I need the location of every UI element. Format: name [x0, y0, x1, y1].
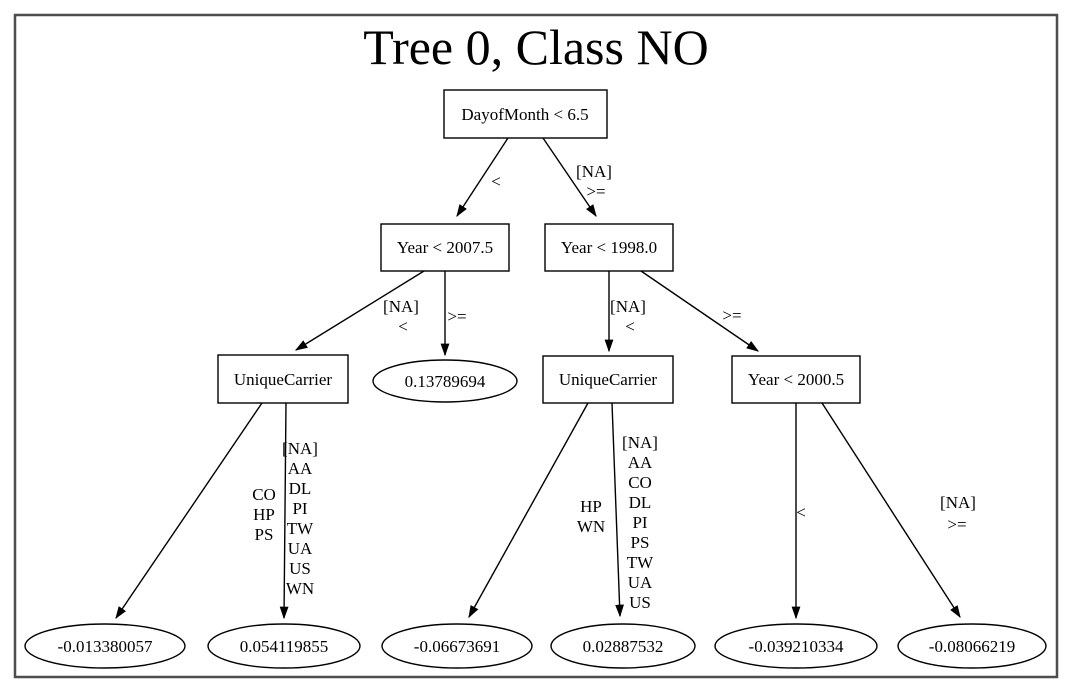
leaf-node-5-ellipse: [714, 623, 878, 669]
edge-label-line: <: [796, 503, 806, 522]
edge-label-line: UA: [288, 539, 313, 558]
leaf-node-6: -0.08066219: [897, 623, 1047, 669]
edge-label-line: PS: [631, 533, 650, 552]
node-root-label: DayofMonth < 6.5: [461, 105, 588, 124]
edge-carrierright-to-leaf3: [468, 402, 589, 619]
edge-label-line: DL: [289, 479, 312, 498]
leaf-node-3-ellipse: [381, 623, 533, 669]
edge-year2007-to-carrierleft: [294, 270, 425, 351]
edge-label-year1998-left: [NA] <: [610, 297, 646, 336]
leaf-node-mid: 0.13789694: [372, 359, 518, 403]
edge-label-line: CO: [252, 485, 276, 504]
edge-label-line: >=: [947, 515, 966, 534]
leaf-node-3-label: -0.06673691: [414, 637, 500, 656]
edge-label-carrierleft-left: CO HP PS: [252, 485, 276, 544]
node-year2000: Year < 2000.5: [731, 355, 861, 404]
edge-root-to-year1998: [542, 137, 597, 218]
edge-label-line: TW: [287, 519, 314, 538]
edge-label-year1998-right: >=: [722, 306, 741, 325]
leaf-node-1-label: -0.013380057: [58, 637, 153, 656]
edge-label-line: PI: [632, 513, 647, 532]
edge-label-line: <: [625, 317, 635, 336]
edge-label-line: [NA]: [610, 297, 646, 316]
edge-carrierright-to-leaf4: [611, 402, 624, 618]
node-year1998-label: Year < 1998.0: [561, 238, 657, 257]
edge-year1998-to-year2000: [640, 270, 760, 352]
node-carrier-left-box: [217, 354, 349, 404]
node-year2007-box: [380, 223, 510, 272]
leaf-node-2: 0.054119855: [207, 623, 361, 669]
edge-label-line: >=: [722, 306, 741, 325]
edge-label-line: [NA]: [383, 297, 419, 316]
edge-label-line: UA: [628, 573, 653, 592]
edge-label-line: CO: [628, 473, 652, 492]
node-year2007: Year < 2007.5: [380, 223, 510, 272]
edge-label-root-left: <: [491, 172, 501, 191]
diagram-title: Tree 0, Class NO: [363, 19, 708, 75]
node-root: DayofMonth < 6.5: [443, 89, 608, 139]
leaf-node-mid-label: 0.13789694: [405, 372, 486, 391]
node-year1998: Year < 1998.0: [544, 223, 674, 272]
node-carrier-left-label: UniqueCarrier: [234, 370, 333, 389]
leaf-node-2-label: 0.054119855: [240, 637, 329, 656]
leaf-node-5-label: -0.039210334: [749, 637, 844, 656]
tree-edges: [115, 137, 961, 620]
node-year2007-label: Year < 2007.5: [397, 238, 493, 257]
edge-label-line: DL: [629, 493, 652, 512]
leaf-node-6-label: -0.08066219: [929, 637, 1015, 656]
edge-label-line: [NA]: [282, 439, 318, 458]
edge-label-line: [NA]: [940, 493, 976, 512]
edge-label-year2000-left: <: [796, 503, 806, 522]
node-carrier-right: UniqueCarrier: [542, 355, 674, 404]
edge-label-line: >=: [586, 182, 605, 201]
edge-label-year2007-left: [NA] <: [383, 297, 419, 336]
edge-label-carrierright-left: HP WN: [577, 497, 605, 536]
leaf-node-3: -0.06673691: [381, 623, 533, 669]
edge-label-year2000-right: [NA] >=: [940, 493, 976, 534]
edge-label-line: AA: [628, 453, 653, 472]
edge-label-line: PS: [255, 525, 274, 544]
edge-label-line: [NA]: [622, 433, 658, 452]
edge-label-line: TW: [627, 553, 654, 572]
edge-label-root-right: [NA] >=: [576, 162, 612, 201]
node-carrier-right-box: [542, 355, 674, 404]
edge-carrierleft-to-leaf2: [279, 402, 289, 620]
edge-year2000-to-leaf6: [821, 402, 961, 619]
node-year2000-label: Year < 2000.5: [748, 370, 844, 389]
edge-label-line: <: [491, 172, 501, 191]
node-carrier-left: UniqueCarrier: [217, 354, 349, 404]
edge-label-line: PI: [292, 499, 307, 518]
leaf-node-1-ellipse: [24, 623, 186, 669]
leaf-node-2-ellipse: [207, 623, 361, 669]
edge-label-line: [NA]: [576, 162, 612, 181]
plot-frame: [13, 13, 1059, 679]
edge-label-line: US: [289, 559, 311, 578]
node-year2000-box: [731, 355, 861, 404]
edge-label-line: AA: [288, 459, 313, 478]
leaf-node-4: 0.02887532: [550, 623, 696, 669]
leaf-node-4-ellipse: [550, 623, 696, 669]
edge-label-year2007-right: >=: [447, 307, 466, 326]
edge-label-line: HP: [253, 505, 275, 524]
edge-label-line: WN: [577, 517, 605, 536]
leaf-node-4-label: 0.02887532: [583, 637, 664, 656]
edge-label-line: <: [398, 317, 408, 336]
leaf-node-mid-ellipse: [372, 359, 518, 403]
edge-label-line: >=: [447, 307, 466, 326]
node-carrier-right-label: UniqueCarrier: [559, 370, 658, 389]
edge-label-line: HP: [580, 497, 602, 516]
edge-label-carrierleft-right: [NA] AA DL PI TW UA US WN: [282, 439, 318, 598]
node-year1998-box: [544, 223, 674, 272]
leaf-node-5: -0.039210334: [714, 623, 878, 669]
edge-label-carrierright-right: [NA] AA CO DL PI PS TW UA US: [622, 433, 658, 612]
leaf-node-6-ellipse: [897, 623, 1047, 669]
node-root-box: [443, 89, 608, 139]
edge-label-line: WN: [286, 579, 314, 598]
edge-carrierleft-to-leaf1: [115, 402, 263, 620]
edge-label-line: US: [629, 593, 651, 612]
leaf-node-1: -0.013380057: [24, 623, 186, 669]
edge-root-to-year2007: [456, 137, 509, 218]
